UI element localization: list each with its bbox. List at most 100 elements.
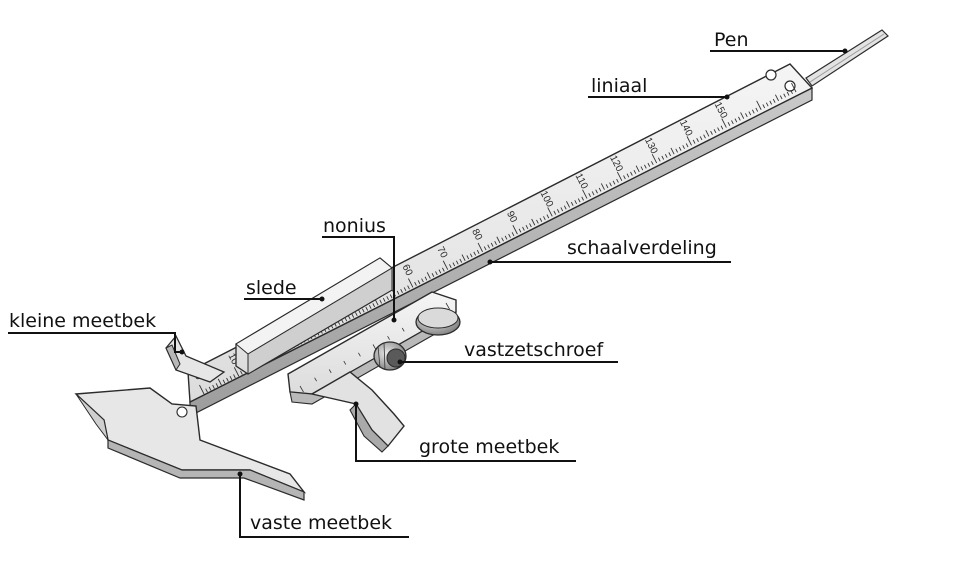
vernier-tick: [358, 352, 361, 357]
scale-tick: [582, 189, 588, 199]
scale-tick: [635, 165, 640, 173]
scale-tick: [651, 161, 654, 166]
scale-tick: [686, 136, 692, 146]
scale-tick: [368, 304, 372, 309]
scale-tick: [233, 367, 240, 377]
scale-tick: [543, 216, 546, 221]
scale-tick: [476, 249, 480, 254]
scale-tick: [591, 191, 595, 196]
depth-rod: [805, 29, 889, 87]
label-vastzetschroef: vastzetschroef: [397, 339, 618, 365]
scale-tick: [407, 278, 414, 288]
scale-number: 70: [434, 245, 449, 260]
label-slede: slede: [244, 277, 325, 302]
scale-tick: [351, 313, 355, 318]
scale-tick: [748, 111, 752, 116]
scale-tick: [496, 236, 501, 244]
vernier-tick: [343, 360, 347, 365]
scale-tick: [588, 193, 591, 198]
scale-tick: [566, 201, 571, 208]
scale-number: 60: [400, 263, 415, 278]
scale-tick: [504, 235, 508, 240]
scale-tick: [740, 112, 745, 119]
scale-tick: [372, 303, 376, 308]
scale-tick: [705, 129, 710, 137]
scale-tick: [616, 178, 619, 183]
scale-tick: [417, 280, 421, 285]
scale-tick: [560, 207, 564, 212]
thumb-wheel: [415, 307, 461, 336]
rivet-hole-1: [765, 69, 777, 81]
locking-screw-icon: [373, 341, 407, 371]
scale-tick: [435, 271, 438, 276]
scale-tick: [769, 100, 773, 105]
scale-tick: [675, 148, 679, 153]
scale-tick: [525, 225, 529, 229]
vernier-tick: [387, 336, 390, 340]
scale-tick: [442, 267, 445, 272]
label-kleine-meetbek: kleine meetbek: [8, 310, 185, 355]
scale-tick: [222, 379, 226, 384]
label-pen: Pen: [710, 29, 848, 54]
scale-tick: [400, 288, 403, 293]
scale-tick: [208, 386, 212, 391]
scale-tick: [529, 223, 532, 228]
scale-tick: [556, 209, 560, 214]
scale-tick: [563, 205, 567, 210]
scale-tick: [361, 308, 365, 313]
scale-tick: [640, 166, 644, 171]
scale-tick: [626, 173, 630, 178]
scale-tick: [713, 129, 717, 134]
scale-tick: [407, 285, 410, 290]
scale-tick: [229, 376, 233, 380]
scale-tick: [574, 200, 578, 205]
scale-tick: [630, 171, 633, 176]
scale-tick: [647, 162, 651, 167]
scale-tick: [703, 134, 706, 139]
scale-tick: [595, 189, 598, 194]
scale-tick: [605, 184, 609, 189]
scale-tick: [421, 278, 424, 283]
scale-tick: [536, 219, 539, 224]
scale-tick: [731, 120, 734, 125]
label-grote-meetbek: grote meetbek: [353, 401, 576, 462]
scale-tick: [531, 218, 536, 226]
scale-tick: [355, 312, 358, 317]
vernier-tick: [328, 369, 332, 374]
label-text-liniaal: liniaal: [591, 75, 647, 97]
scale-tick: [518, 228, 522, 233]
scale-tick: [477, 242, 483, 253]
scale-tick: [791, 82, 797, 93]
scale-tick: [553, 210, 557, 215]
scale-tick: [581, 196, 584, 201]
scale-tick: [751, 109, 755, 114]
label-vaste-meetbek: vaste meetbek: [237, 471, 409, 538]
scale-tick: [678, 146, 682, 151]
scale-tick: [539, 217, 543, 222]
vernier-tick: [299, 385, 304, 393]
scale-tick: [765, 102, 769, 107]
scale-tick: [710, 130, 713, 135]
scale-tick: [512, 225, 518, 235]
scale-tick: [414, 281, 417, 286]
scale-tick: [612, 180, 616, 185]
scale-number: 80: [469, 227, 484, 242]
scale-tick: [379, 299, 383, 304]
label-text-pen: Pen: [714, 29, 749, 51]
scale-tick: [756, 100, 762, 110]
scale-tick: [466, 255, 470, 260]
scale-tick: [775, 94, 779, 102]
scale-tick: [396, 290, 400, 295]
scale-tick: [522, 226, 525, 231]
scale-tick: [438, 269, 442, 274]
scale-tick: [600, 183, 605, 190]
scale-number: 90: [504, 209, 519, 224]
scale-tick: [501, 237, 504, 242]
moving-jaw: [310, 371, 405, 453]
label-text-kleine-meetbek: kleine meetbek: [9, 310, 156, 332]
label-text-vastzetschroef: vastzetschroef: [464, 339, 604, 361]
scale-tick: [664, 153, 668, 158]
fixed-jaw-rivet: [176, 406, 188, 418]
scale-tick: [668, 152, 672, 157]
